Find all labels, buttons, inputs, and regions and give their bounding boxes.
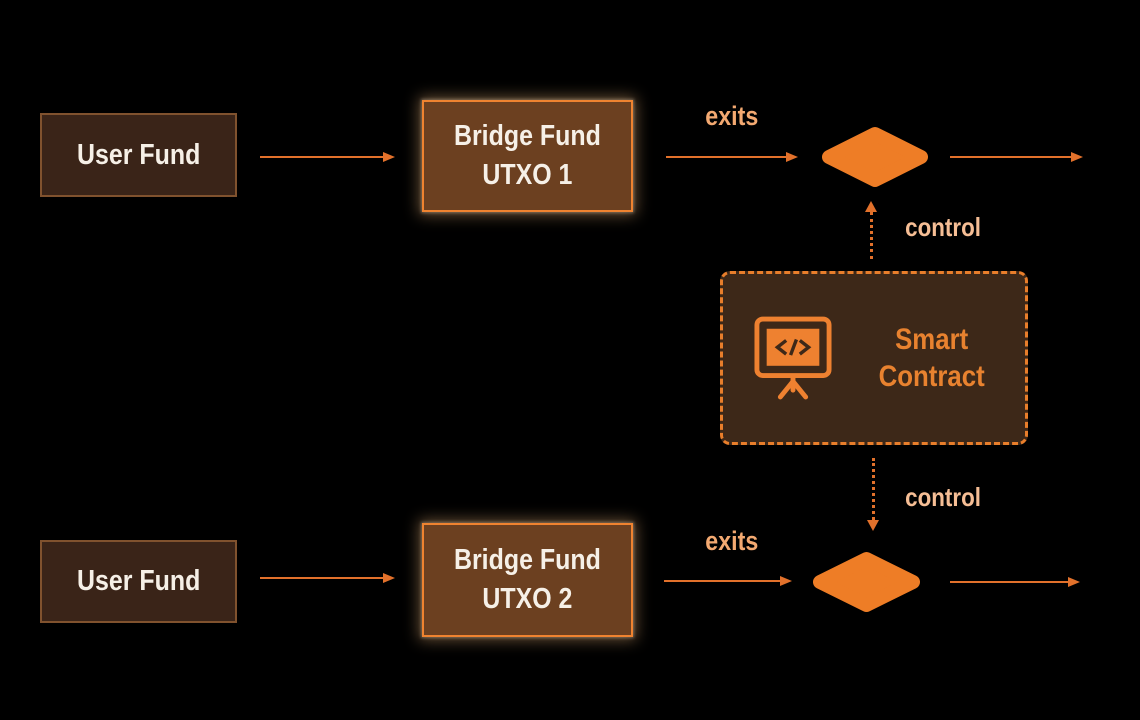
exits-label-bottom: exits	[705, 526, 759, 556]
arrow-line	[950, 156, 1071, 158]
bridge-fund-utxo2-label: Bridge Fund UTXO 2	[454, 544, 601, 615]
flow-arrow-user-to-bridge-bottom	[260, 572, 395, 584]
arrow-line	[666, 156, 786, 158]
arrow-head-icon	[383, 573, 395, 583]
exit-output-arrow-bottom	[950, 576, 1080, 588]
code-monitor-icon	[754, 316, 832, 400]
arrow-head-icon	[867, 520, 879, 531]
flow-arrow-user-to-bridge-top	[260, 151, 395, 163]
bridge-fund-utxo1-label: Bridge Fund UTXO 1	[454, 120, 601, 191]
arrow-head-icon	[383, 152, 395, 162]
arrow-head-icon	[1071, 152, 1083, 162]
bridge-fund-utxo2-box: Bridge Fund UTXO 2	[422, 523, 633, 637]
smart-contract-label: Smart Contract	[878, 323, 986, 393]
arrow-head-icon	[865, 201, 877, 212]
dotted-line	[869, 212, 873, 259]
dotted-line	[871, 458, 875, 520]
arrow-line	[260, 577, 383, 579]
bridge-fund-utxo1-box: Bridge Fund UTXO 1	[422, 100, 633, 212]
exit-output-arrow-top	[950, 151, 1083, 163]
control-label-top: control	[905, 212, 981, 242]
exits-arrow-top	[666, 151, 798, 163]
arrow-head-icon	[1068, 577, 1080, 587]
exits-arrow-bottom	[664, 575, 792, 587]
arrow-line	[664, 580, 780, 582]
user-fund-label: User Fund	[76, 565, 201, 597]
arrow-head-icon	[780, 576, 792, 586]
exits-label-top: exits	[705, 101, 759, 131]
user-fund-label: User Fund	[76, 138, 201, 171]
exit-decision-diamond-top	[822, 127, 928, 187]
smart-contract-box: Smart Contract	[720, 271, 1028, 445]
control-dotted-arrow-up	[863, 201, 879, 259]
control-dotted-arrow-down	[865, 458, 881, 531]
arrow-line	[260, 156, 383, 158]
user-fund-box-bottom: User Fund	[40, 540, 237, 623]
control-label-bottom: control	[905, 482, 981, 512]
arrow-head-icon	[786, 152, 798, 162]
arrow-line	[950, 581, 1068, 583]
user-fund-box-top: User Fund	[40, 113, 237, 197]
exit-decision-diamond-bottom	[813, 552, 920, 612]
